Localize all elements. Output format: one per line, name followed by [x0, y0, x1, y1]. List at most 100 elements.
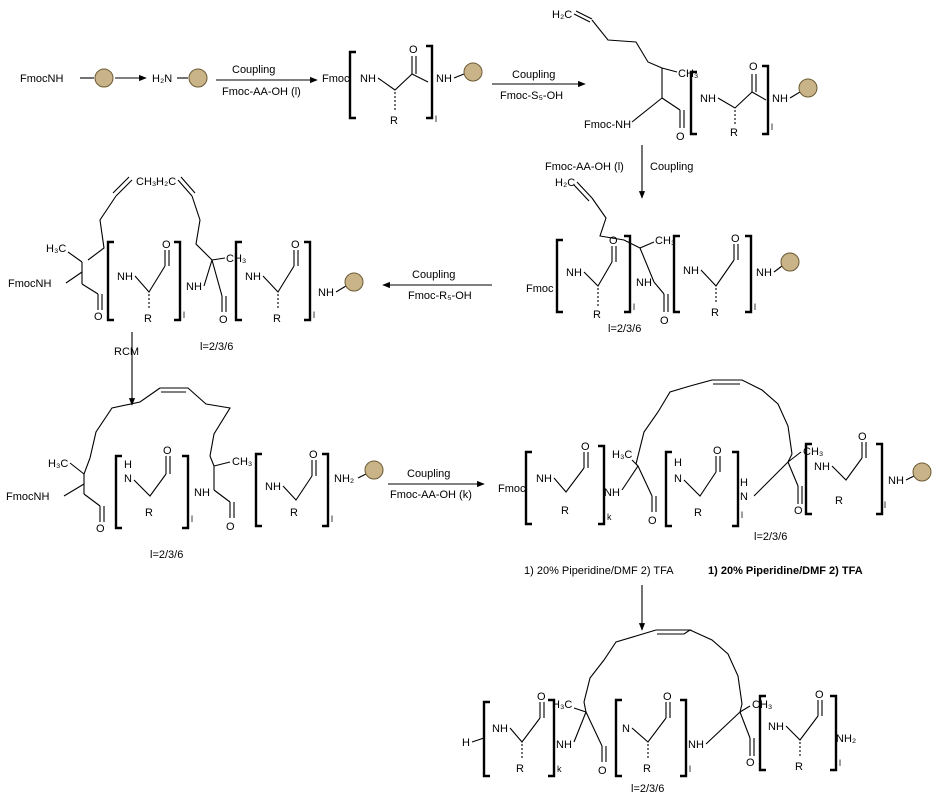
nh2-label: NH₂: [836, 733, 856, 745]
coupling-label: Coupling: [512, 69, 555, 81]
nh-label: NH: [318, 287, 334, 299]
resin-amine: H₂N: [152, 68, 208, 88]
r-label: R: [273, 313, 281, 325]
r-label: R: [593, 309, 601, 321]
o-label: O: [663, 691, 672, 703]
l-values-label: l=2/3/6: [608, 323, 641, 335]
resin-bead-icon: [912, 462, 932, 482]
rcm-label: RCM: [114, 346, 139, 358]
fmoc-nh-label: Fmoc-NH: [584, 119, 631, 131]
diene-peptide: CH₃ H₂C H₃C FmocNH O NH R O l NH CH₃ O N…: [8, 176, 364, 353]
nh-label: NH: [556, 739, 572, 751]
nh-label: NH: [756, 267, 772, 279]
ch3-label: CH₃: [655, 235, 675, 247]
fmoc-r5-oh-label: Fmoc-R₅-OH: [408, 290, 472, 302]
resin-bead-icon: [94, 68, 114, 88]
nh-label: NH: [194, 487, 210, 499]
o-label: O: [163, 445, 172, 457]
o-label: O: [731, 233, 740, 245]
nh-label: NH: [117, 271, 133, 283]
nh-label: NH: [186, 281, 202, 293]
nh-label: NH: [360, 73, 376, 85]
l-label: l: [633, 302, 635, 312]
l-label: l: [839, 758, 841, 768]
o-label: O: [226, 521, 235, 533]
coupling-label: Coupling: [407, 468, 450, 480]
l-label: l: [191, 514, 193, 524]
l-label: l: [435, 114, 437, 124]
r-label: R: [643, 763, 651, 775]
l-label: l: [771, 122, 773, 132]
h2n-label: H₂N: [152, 73, 172, 85]
k-label: k: [557, 764, 562, 774]
r-label: R: [145, 507, 153, 519]
r-label: R: [711, 307, 719, 319]
nh2-label: NH₂: [334, 473, 354, 485]
o-label: O: [96, 523, 105, 535]
k-label: k: [607, 512, 612, 522]
fmoc-aa-oh-l2-label: Fmoc-AA-OH (l): [545, 161, 624, 173]
fmoc-label: Fmoc: [322, 73, 350, 85]
o-label: O: [713, 445, 722, 457]
o-label: O: [598, 765, 607, 777]
o-label: O: [581, 441, 590, 453]
deprotect-label: 1) 20% Piperidine/DMF 2) TFA: [524, 565, 674, 577]
h-label: H: [462, 737, 470, 749]
o-label: O: [746, 757, 755, 769]
l-values-label: l=2/3/6: [150, 549, 183, 561]
fmoc-s5-oh-label: Fmoc-S₅-OH: [500, 90, 563, 102]
nh-label: NH: [768, 721, 784, 733]
o-label: O: [162, 239, 171, 251]
fmoc-label: Fmoc: [498, 483, 526, 495]
o-label: O: [648, 515, 657, 527]
o-label: O: [794, 505, 803, 517]
n-label: N: [674, 473, 682, 485]
nh-label: NH: [566, 267, 582, 279]
l-values-label: l=2/3/6: [200, 341, 233, 353]
resin-bead-icon: [188, 68, 208, 88]
nh-label: NH: [700, 93, 716, 105]
r-label: R: [516, 763, 524, 775]
r-label: R: [144, 313, 152, 325]
l-values-label: l=2/3/6: [631, 783, 664, 795]
n-label: N: [622, 723, 630, 735]
o-label: O: [409, 44, 418, 56]
l-label: l: [754, 302, 756, 312]
ch3-label: CH₃: [232, 456, 252, 468]
l-label: l: [741, 510, 743, 520]
o-label: O: [676, 131, 685, 143]
o-label: O: [537, 691, 546, 703]
resin-bead-icon: [780, 252, 800, 272]
resin-bead-icon: [364, 460, 384, 480]
h3c-label: H₃C: [48, 458, 68, 470]
nh-label: NH: [604, 487, 620, 499]
nh-label: NH: [814, 461, 830, 473]
o-label: O: [858, 431, 867, 443]
o-label: O: [815, 689, 824, 701]
o-label: O: [660, 315, 669, 327]
h-label: H: [674, 457, 682, 469]
nh-label: NH: [772, 93, 788, 105]
resin-bead-icon: [344, 272, 364, 292]
l-label: l: [331, 514, 333, 524]
h3c-label: H₃C: [612, 449, 632, 461]
l-values-label: l=2/3/6: [754, 531, 787, 543]
nh-label: NH: [265, 481, 281, 493]
o-label: O: [609, 235, 618, 247]
nh-label: NH: [245, 271, 261, 283]
nh-label: NH: [888, 475, 904, 487]
s5-intermediate: H₂C CH₃ Fmoc-NH O NH R O l NH: [552, 9, 818, 143]
o-label: O: [309, 449, 318, 461]
h2c-label: H₂C: [555, 177, 575, 189]
fmoc-aa-oh-l-label: Fmoc-AA-OH (l): [222, 86, 301, 98]
h2c-label: H₂C: [552, 9, 572, 21]
nh-label: NH: [688, 739, 704, 751]
s5-peptide: H₂C CH₃ Fmoc NH R O l NH O NH R O l NH: [526, 177, 800, 335]
ch3-label: CH₃: [136, 176, 156, 188]
r-label: R: [561, 505, 569, 517]
ch3-label: CH₃: [752, 699, 772, 711]
coupling-label: Coupling: [650, 161, 693, 173]
h-label: H: [740, 477, 748, 489]
resin-bead-icon: [798, 78, 818, 98]
